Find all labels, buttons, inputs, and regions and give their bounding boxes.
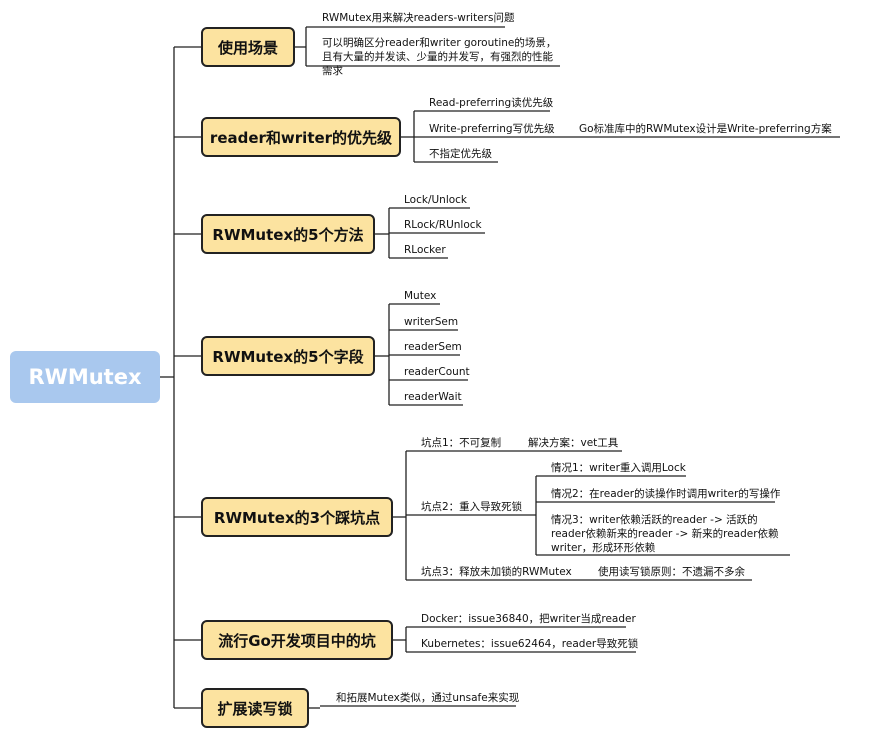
topic-methods[interactable]: RWMutex的5个方法 <box>201 214 375 254</box>
topic-pitfalls[interactable]: RWMutex的3个踩坑点 <box>201 497 393 537</box>
leaf-pitfall-2: 坑点2：重入导致死锁 <box>421 501 523 513</box>
leaf-project-kubernetes: Kubernetes：issue62464，reader导致死锁 <box>421 638 639 650</box>
leaf-pitfall-2-case-1: 情况1：writer重入调用Lock <box>551 462 686 474</box>
leaf-pitfall-3: 坑点3：释放未加锁的RWMutex <box>421 566 572 578</box>
leaf-field-mutex: Mutex <box>404 290 437 302</box>
leaf-priority-none: 不指定优先级 <box>429 148 492 160</box>
leaf-field-readercount: readerCount <box>404 366 470 378</box>
leaf-pitfall-1-solution: 解决方案：vet工具 <box>528 437 619 449</box>
leaf-project-docker: Docker：issue36840，把writer当成reader <box>421 613 636 625</box>
topic-popular-projects[interactable]: 流行Go开发项目中的坑 <box>201 620 393 660</box>
topic-extension[interactable]: 扩展读写锁 <box>201 688 309 728</box>
leaf-usage-1: RWMutex用来解决readers-writers问题 <box>322 12 515 24</box>
leaf-pitfall-3-principle: 使用读写锁原则：不遗漏不多余 <box>598 566 745 578</box>
topic-fields[interactable]: RWMutex的5个字段 <box>201 336 375 376</box>
leaf-field-readerwait: readerWait <box>404 391 462 403</box>
leaf-pitfall-2-case-2: 情况2：在reader的读操作时调用writer的写操作 <box>551 488 781 500</box>
topic-usage-scenarios[interactable]: 使用场景 <box>201 27 295 67</box>
leaf-field-readersem: readerSem <box>404 341 462 353</box>
leaf-usage-2: 可以明确区分reader和writer goroutine的场景，且有大量的并发… <box>322 37 557 77</box>
leaf-method-lock: Lock/Unlock <box>404 194 468 206</box>
leaf-method-rlock: RLock/RUnlock <box>404 219 482 231</box>
leaf-method-rlocker: RLocker <box>404 244 446 256</box>
leaf-priority-go-std: Go标准库中的RWMutex设计是Write-preferring方案 <box>579 123 832 135</box>
leaf-priority-read: Read-preferring读优先级 <box>429 97 554 109</box>
topic-priority[interactable]: reader和writer的优先级 <box>201 117 401 157</box>
leaf-field-writersem: writerSem <box>404 316 459 328</box>
leaf-pitfall-2-case-3: 情况3：writer依赖活跃的reader -> 活跃的reader依赖新来的r… <box>551 514 779 554</box>
root-node[interactable]: RWMutex <box>10 351 160 403</box>
leaf-extension-1: 和拓展Mutex类似，通过unsafe来实现 <box>336 692 520 704</box>
leaf-priority-write: Write-preferring写优先级 <box>429 123 555 135</box>
leaf-pitfall-1: 坑点1：不可复制 <box>421 437 502 449</box>
